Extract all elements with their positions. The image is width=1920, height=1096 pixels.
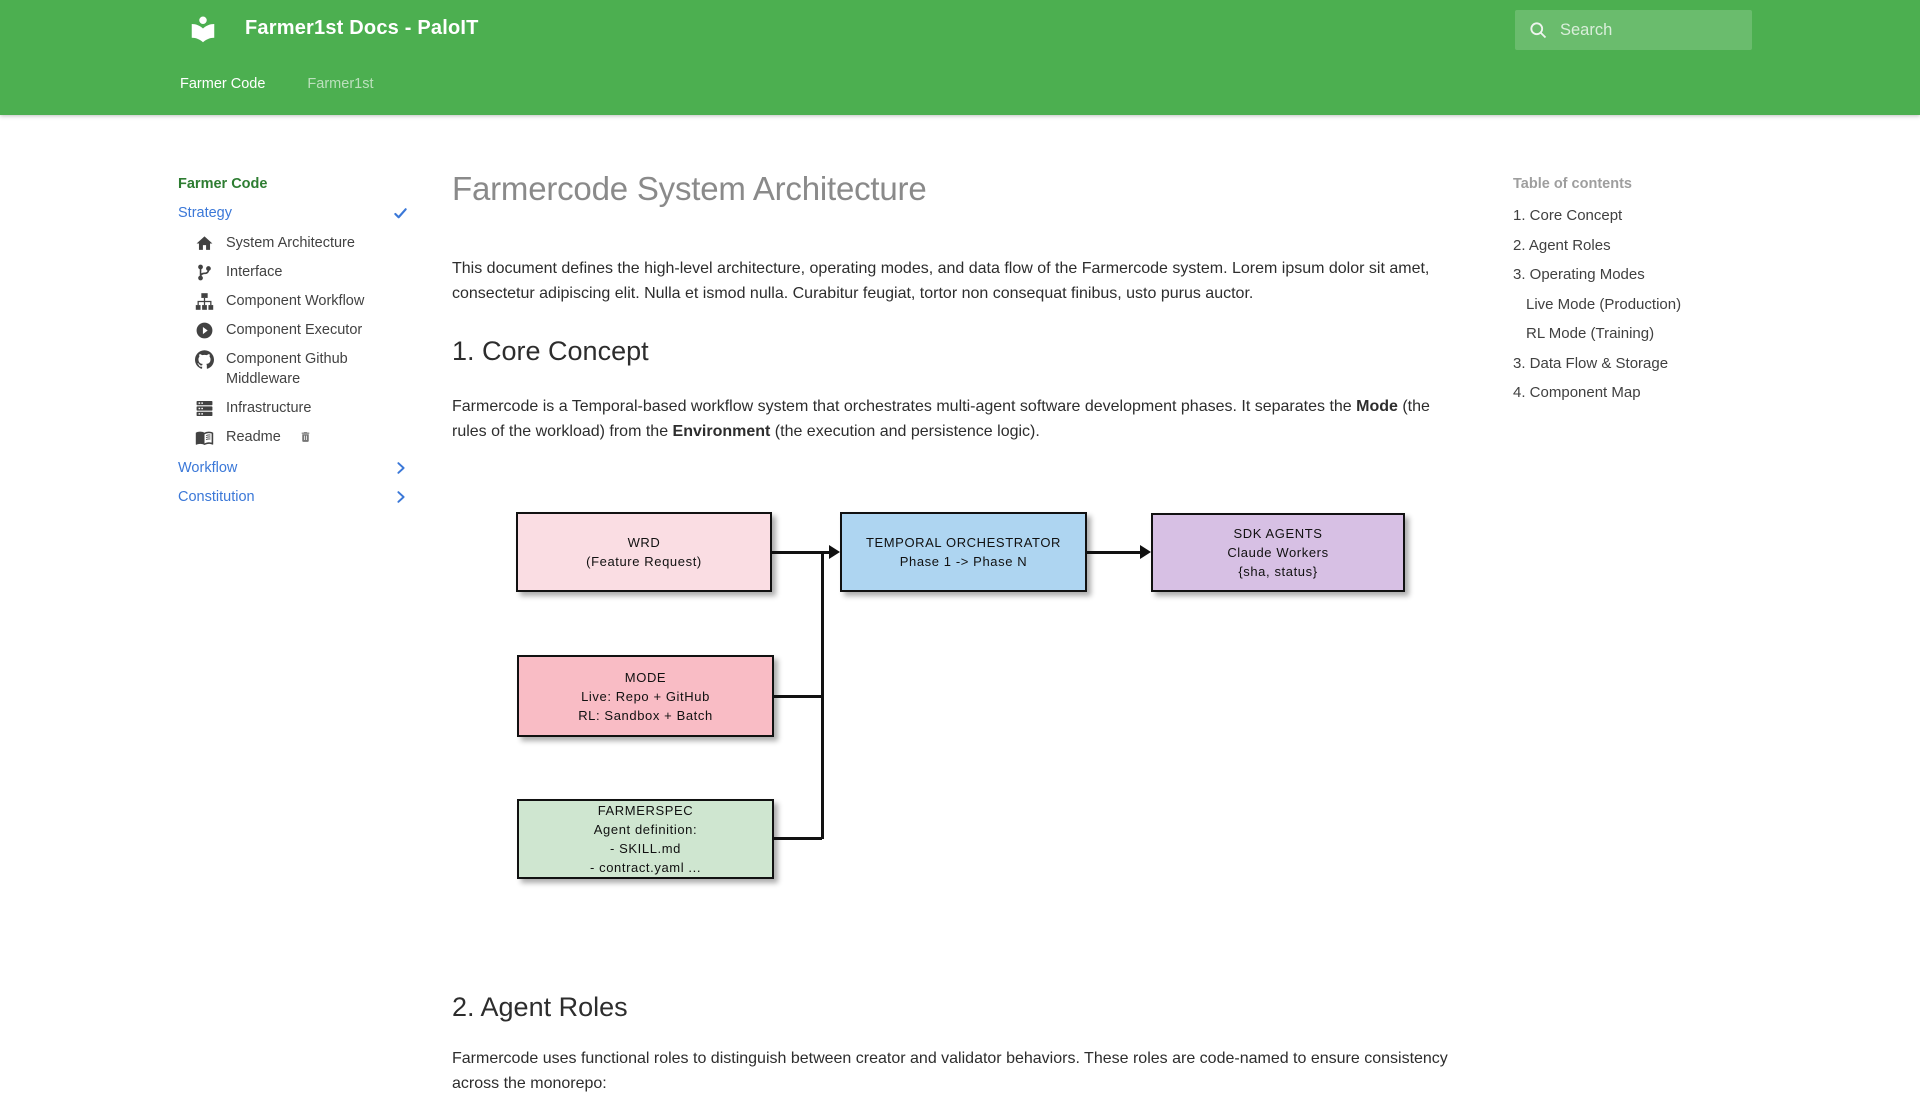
- sitemap-icon: [195, 293, 214, 310]
- article-title: Farmercode System Architecture: [452, 170, 927, 207]
- toc-item-core-concept[interactable]: 1. Core Concept: [1513, 207, 1623, 224]
- sidebar-item-interface[interactable]: Interface: [195, 262, 428, 282]
- sidebar-item-component-workflow[interactable]: Component Workflow: [195, 291, 428, 311]
- section-heading-core-concept: 1. Core Concept: [452, 336, 649, 366]
- tab-farmer-code[interactable]: Farmer Code: [180, 76, 266, 92]
- sidebar-section-farmer-code[interactable]: Farmer Code: [178, 176, 268, 192]
- diagram-box-temporal-orchestrator: TEMPORAL ORCHESTRATOR Phase 1 -> Phase N: [840, 512, 1087, 592]
- reader-logo-icon[interactable]: [188, 14, 218, 44]
- table-of-contents: Table of contents 1. Core Concept 2. Age…: [1513, 176, 1773, 414]
- search-icon: [1530, 22, 1547, 39]
- architecture-diagram: WRD (Feature Request) TEMPORAL ORCHESTRA…: [452, 495, 1462, 915]
- diagram-box-farmerspec: FARMERSPEC Agent definition: - SKILL.md …: [517, 799, 774, 879]
- sidebar-group-label: Workflow: [178, 460, 238, 476]
- check-icon: [394, 207, 407, 218]
- home-icon: [196, 236, 213, 250]
- trash-icon: [301, 432, 310, 442]
- core-concept-paragraph: Farmercode is a Temporal-based workflow …: [452, 398, 1430, 440]
- arrowhead-into-sdk: [1140, 545, 1151, 559]
- branch-icon: [198, 264, 211, 281]
- sidebar-item-component-github-middleware[interactable]: Component Github Middleware: [195, 349, 428, 389]
- toc-item-rl-mode[interactable]: RL Mode (Training): [1526, 325, 1655, 342]
- connector-mode-stub: [774, 695, 822, 698]
- agent-roles-paragraph: Farmercode uses functional roles to dist…: [452, 1050, 1448, 1092]
- connector-farmerspec-stub: [774, 837, 822, 840]
- header-top-row: Farmer1st Docs - PaloIT: [0, 0, 1920, 60]
- book-open-icon: [195, 431, 214, 446]
- diagram-box-wrd: WRD (Feature Request): [516, 512, 772, 592]
- sidebar-item-readme[interactable]: Readme: [195, 427, 428, 447]
- toc-item-operating-modes[interactable]: 3. Operating Modes: [1513, 266, 1645, 283]
- diagram-box-sdk-agents: SDK AGENTS Claude Workers {sha, status}: [1151, 513, 1405, 592]
- bold-environment: Environment: [672, 423, 771, 440]
- search-box[interactable]: [1515, 10, 1752, 50]
- intro-paragraph: This document defines the high-level arc…: [452, 260, 1430, 302]
- connector-orchestrator-to-sdk: [1087, 551, 1142, 554]
- play-circle-icon: [196, 322, 213, 339]
- server-icon: [196, 400, 213, 417]
- app-header: Farmer1st Docs - PaloIT Farmer Code Farm…: [0, 0, 1920, 115]
- arrowhead-into-orchestrator: [829, 545, 840, 559]
- connector-vertical-bus: [821, 552, 824, 839]
- header-tabs: Farmer Code Farmer1st: [180, 76, 374, 92]
- page-title[interactable]: Farmer1st Docs - PaloIT: [245, 17, 479, 39]
- section-heading-agent-roles: 2. Agent Roles: [452, 992, 628, 1022]
- toc-item-agent-roles[interactable]: 2. Agent Roles: [1513, 236, 1611, 254]
- sidebar-item-list: System Architecture Interface Component …: [195, 233, 428, 447]
- github-icon: [195, 350, 214, 369]
- main-content: Farmercode System Architecture This docu…: [452, 170, 1464, 1092]
- nav-sidebar: Farmer Code Strategy System Architecture…: [178, 176, 428, 517]
- sidebar-group-label: Constitution: [178, 489, 255, 505]
- toc-item-live-mode[interactable]: Live Mode (Production): [1526, 295, 1682, 313]
- bold-mode: Mode: [1356, 398, 1398, 415]
- sidebar-item-infrastructure[interactable]: Infrastructure: [195, 398, 428, 418]
- sidebar-item-component-executor[interactable]: Component Executor: [195, 320, 428, 340]
- chevron-right-icon: [397, 491, 405, 503]
- sidebar-group-strategy[interactable]: Strategy: [178, 205, 408, 221]
- toc-item-data-flow-storage[interactable]: 3. Data Flow & Storage: [1513, 354, 1669, 372]
- search-input[interactable]: [1560, 20, 1740, 40]
- chevron-right-icon: [397, 462, 405, 474]
- toc-title: Table of contents: [1513, 176, 1632, 192]
- sidebar-group-constitution[interactable]: Constitution: [178, 489, 408, 505]
- sidebar-item-system-architecture[interactable]: System Architecture: [195, 233, 428, 253]
- toc-item-component-map[interactable]: 4. Component Map: [1513, 384, 1641, 401]
- tab-farmer1st[interactable]: Farmer1st: [307, 76, 374, 92]
- diagram-box-mode: MODE Live: Repo + GitHub RL: Sandbox + B…: [517, 655, 774, 737]
- sidebar-group-label: Strategy: [178, 205, 232, 221]
- connector-wrd-to-orchestrator: [772, 551, 831, 554]
- sidebar-group-workflow[interactable]: Workflow: [178, 460, 408, 476]
